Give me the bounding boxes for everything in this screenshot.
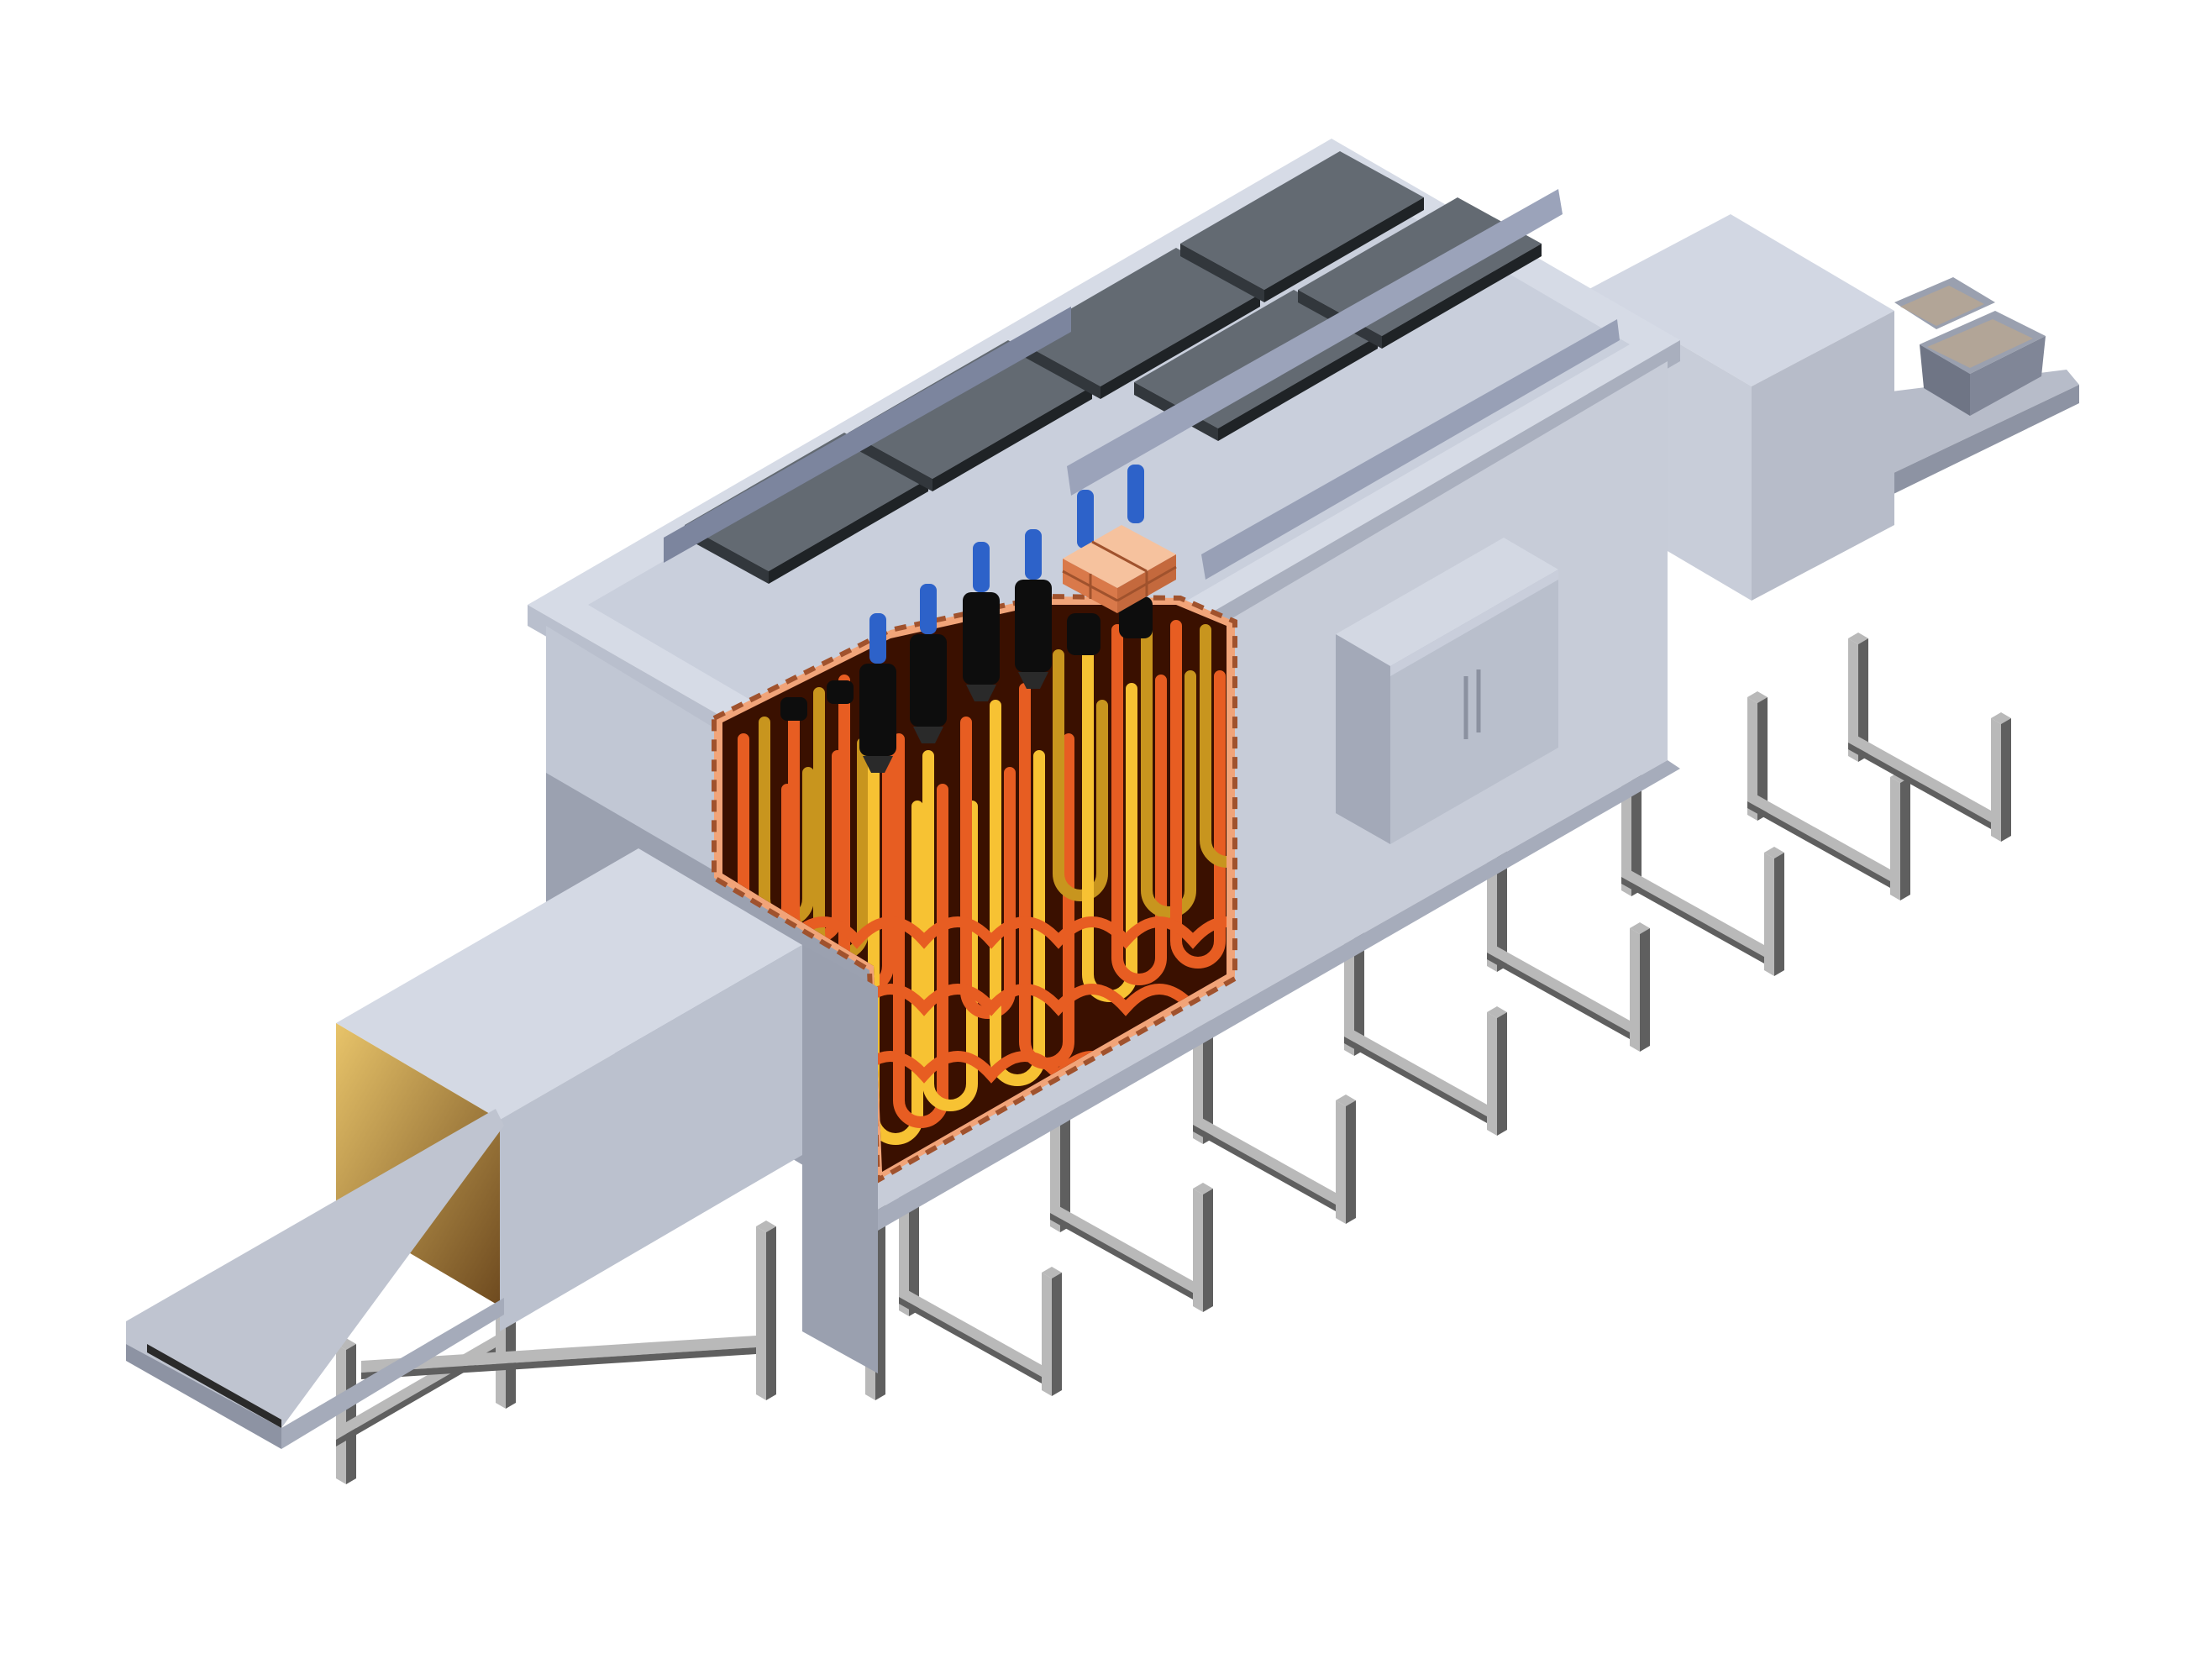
support-leg [1630,922,1650,1052]
support-crossbar [1050,1201,1193,1299]
support-frame [336,633,2011,1484]
support-leg [1747,691,1768,821]
heating-element [1200,624,1227,868]
support-crossbar [1848,731,1991,829]
roof-panel [685,433,928,584]
support-leg [1487,1006,1507,1136]
terminal-icon [963,542,1000,701]
terminal-icon [1067,613,1100,655]
heating-element [922,750,978,1111]
output-tray [1894,277,2046,416]
heating-element [722,916,1227,949]
support-crossbar [1193,1113,1336,1211]
terminal-icon [780,697,807,721]
support-leg [1764,847,1784,976]
support-leg [1193,1183,1213,1312]
terminal-icon [910,584,947,743]
terminal-icon [1015,529,1052,689]
roof-panel [1180,151,1424,302]
terminal-icon [859,613,896,773]
roof-ridge [664,189,1620,580]
terminal-icon [1127,465,1144,523]
support-leg [1042,1267,1062,1396]
heating-element [1170,620,1226,969]
terminal-icon [1077,490,1094,549]
support-crossbar [1344,1025,1487,1123]
heating-element [1053,649,1108,901]
support-crossbar [1747,790,1890,888]
support-leg [1336,1095,1356,1224]
support-leg [1848,633,1868,762]
entry-hood [336,848,878,1373]
output-conveyor-rail [1865,370,2079,475]
support-crossbar [899,1285,1042,1383]
support-leg [336,1338,356,1484]
support-crossbar [1487,941,1630,1039]
roof-panel [1016,248,1260,399]
support-crossbar [1621,865,1764,963]
terminal-icon [827,680,854,704]
heating-element [1111,624,1167,985]
support-leg [756,1221,776,1400]
support-leg [1050,1103,1070,1232]
support-crossbar [361,1336,756,1379]
support-leg [1991,712,2011,842]
control-cabinet [1336,538,1558,844]
input-conveyor-rail [126,1109,504,1428]
support-leg [1890,771,1910,900]
output-conveyor [1865,277,2079,496]
cabinet-handle-icon [1463,669,1481,739]
input-conveyor [126,1109,504,1449]
roof-panel [848,340,1092,491]
terminal-brick-block [1062,525,1177,613]
heating-element [1141,620,1196,918]
roof-panels [685,151,1542,584]
